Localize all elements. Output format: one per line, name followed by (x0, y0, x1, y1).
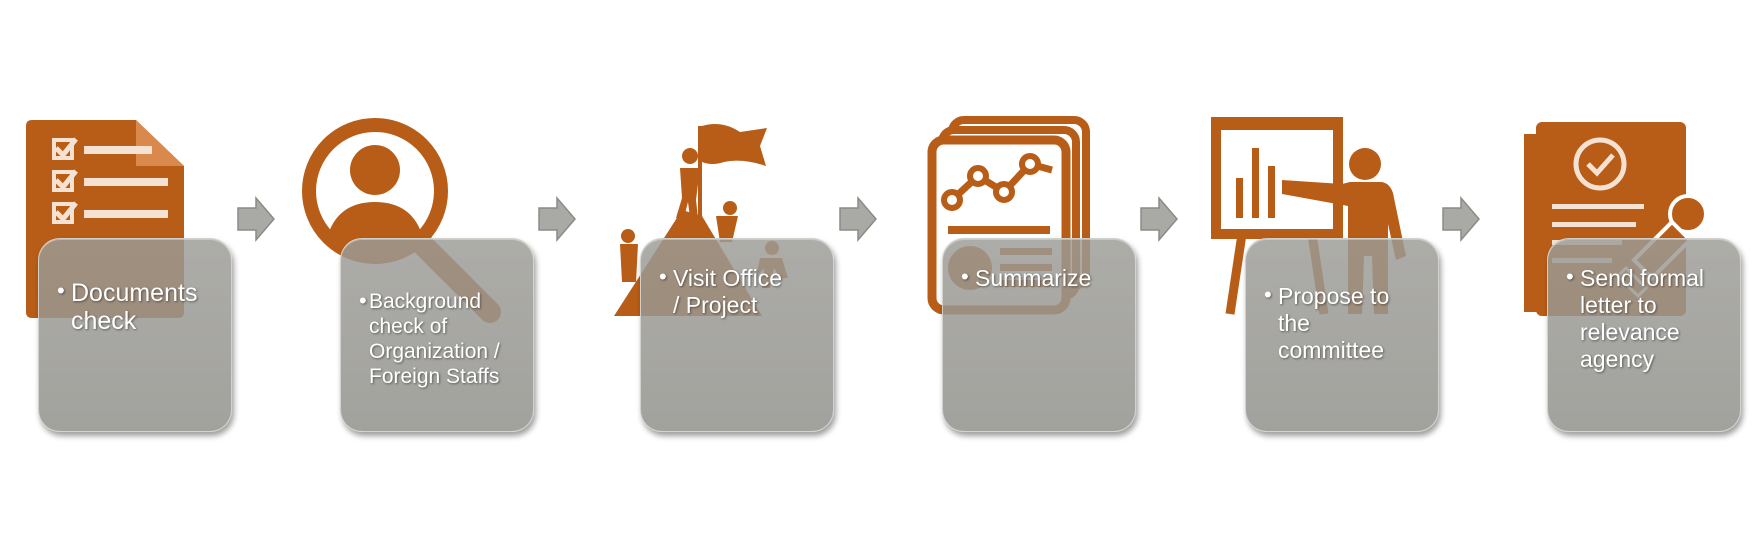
arrow-right-icon (1441, 195, 1481, 243)
step-label-2: Background check of Organization / Forei… (369, 290, 500, 388)
step-label-5: Propose to the committee (1278, 283, 1390, 363)
step-label-3: Visit Office / Project (673, 265, 783, 318)
arrow-right-icon (838, 195, 878, 243)
step-label-6: Send formal letter to relevance agency (1580, 265, 1705, 372)
arrow-right-icon (236, 195, 276, 243)
step-box-6: • Send formal letter to relevance agency (1547, 238, 1741, 432)
arrow-right-icon (1139, 195, 1179, 243)
step-box-2: • Background check of Organization / For… (340, 238, 534, 432)
step-box-5: • Propose to the committee (1245, 238, 1439, 432)
step-box-4: • Summarize (942, 238, 1136, 432)
step-box-1: • Documents check (38, 238, 232, 432)
arrow-right-icon (537, 195, 577, 243)
step-label-4: Summarize (975, 265, 1092, 291)
step-box-3: • Visit Office / Project (640, 238, 834, 432)
step-label-1: Documents check (71, 279, 198, 335)
